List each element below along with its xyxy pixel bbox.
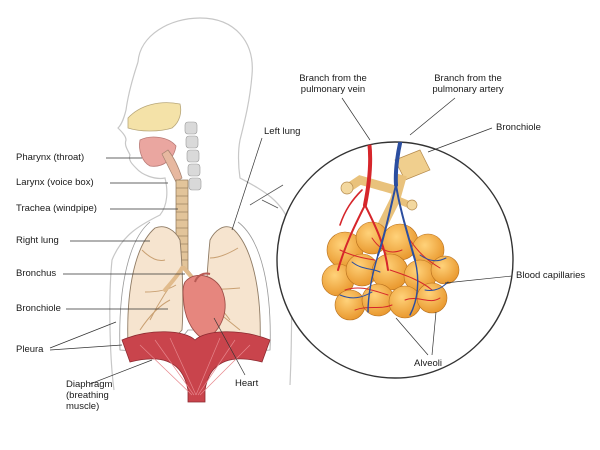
leader-lines <box>49 97 513 385</box>
label-pulmonary-vein-line2: pulmonary vein <box>300 84 366 95</box>
label-bronchiole-body: Bronchiole <box>16 303 61 314</box>
diaphragm-fibers <box>139 337 251 396</box>
zoom-connector-upper <box>249 184 284 206</box>
bronchiole-tube <box>340 149 431 233</box>
label-pharynx: Pharynx (throat) <box>16 152 85 163</box>
zoom-connector-lower <box>261 199 279 209</box>
heart-vessels <box>194 272 211 283</box>
label-alveoli: Alveoli <box>414 358 442 369</box>
label-blood-capillaries: Blood capillaries <box>516 270 586 281</box>
label-diaphragm-line1: Diaphragm <box>66 379 113 390</box>
label-diaphragm-line3: muscle) <box>66 401 100 412</box>
nasal-cavity <box>127 102 182 132</box>
diaphragm <box>121 331 271 403</box>
label-pulmonary-vein-line1: Branch from the <box>299 73 367 84</box>
label-bronchiole-magnified: Bronchiole <box>496 122 541 133</box>
label-left-lung: Left lung <box>264 126 301 137</box>
right-lung <box>127 226 184 347</box>
pulmonary-vein-branches <box>337 142 441 311</box>
face-outline <box>109 61 168 391</box>
label-pulmonary-artery: Branch from the pulmonary artery <box>420 73 516 95</box>
label-trachea: Trachea (windpipe) <box>16 203 97 214</box>
pulmonary-artery-branches <box>339 142 449 316</box>
alveoli-cluster <box>321 221 460 321</box>
label-pulmonary-artery-line2: pulmonary artery <box>432 84 504 95</box>
label-pulmonary-vein: Branch from the pulmonary vein <box>288 73 378 95</box>
label-larynx: Larynx (voice box) <box>16 177 94 188</box>
label-right-lung: Right lung <box>16 235 59 246</box>
label-diaphragm-line2: (breathing <box>66 390 109 401</box>
spine <box>184 121 202 191</box>
label-pulmonary-artery-line1: Branch from the <box>434 73 502 84</box>
label-bronchus: Bronchus <box>16 268 57 279</box>
label-pleura: Pleura <box>16 344 44 355</box>
label-diaphragm: Diaphragm (breathing muscle) <box>66 379 112 412</box>
label-heart: Heart <box>235 378 259 389</box>
